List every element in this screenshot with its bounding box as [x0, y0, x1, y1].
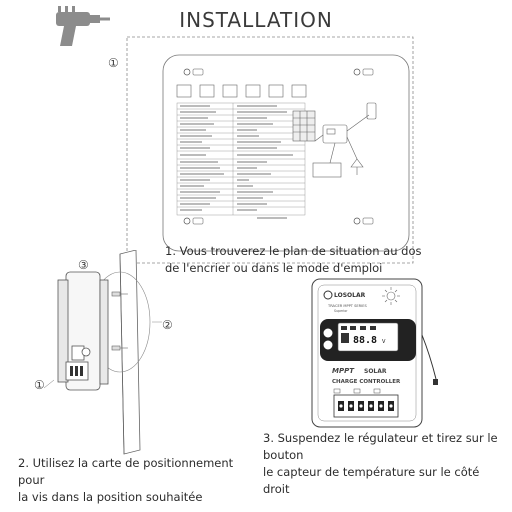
marker-3: ③	[78, 258, 89, 272]
side-view-diagram	[44, 250, 162, 455]
page-title: INSTALLATION	[179, 8, 333, 32]
marker-1: ①	[108, 56, 119, 70]
marker-1b: ①	[34, 378, 45, 392]
terminal-screws	[338, 401, 394, 411]
model-sub: Superior	[334, 309, 348, 313]
wiring-sketch	[292, 102, 377, 178]
step1-caption-line2: de l'encrier ou dans le mode d'emploi	[165, 261, 383, 275]
brand-label: LOSOLAR	[334, 292, 366, 299]
step2-caption-line2: la vis dans la position souhaitée	[18, 490, 203, 504]
model-line: TRACER MPPT SERIES	[327, 304, 368, 308]
charge-controller-label: CHARGE CONTROLLER	[332, 379, 401, 385]
lcd-unit: V	[382, 339, 386, 345]
charge-controller-front: LOSOLAR TRACER MPPT SERIES Superior 88.8…	[311, 278, 438, 428]
back-plate-diagram	[126, 36, 414, 264]
lcd-icons	[341, 326, 376, 330]
temperature-sensor	[433, 379, 438, 385]
step1-caption-line1: 1. Vous trouverez le plan de situation a…	[165, 244, 422, 258]
marker-2: ②	[162, 318, 173, 332]
step3-caption-line1: 3. Suspendez le régulateur et tirez sur …	[263, 431, 498, 462]
screw-holes	[183, 68, 361, 225]
solar-label: SOLAR	[364, 368, 387, 375]
mppt-label: MPPT	[332, 367, 355, 375]
sun-icon	[382, 287, 400, 305]
step2-caption-line1: 2. Utilisez la carte de positionnement p…	[18, 456, 234, 487]
step3-caption-line2: le capteur de température sur le côté dr…	[263, 465, 480, 496]
drill-icon	[56, 6, 110, 46]
lcd-reading: 88.8	[353, 335, 377, 346]
